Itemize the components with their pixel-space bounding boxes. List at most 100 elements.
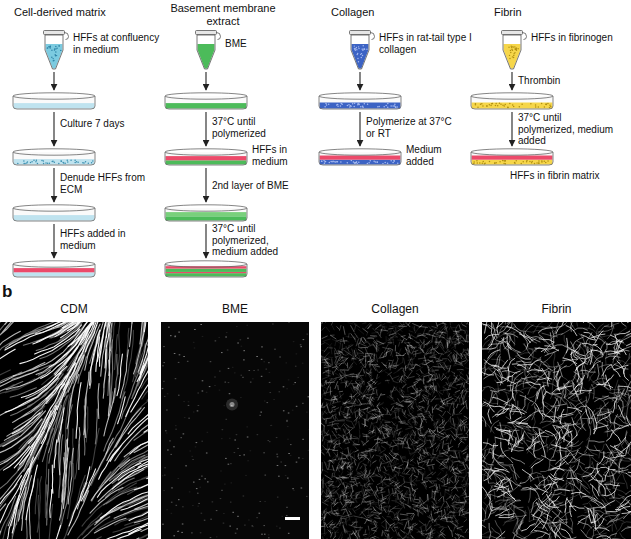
cell-dot — [56, 55, 57, 56]
cell-dot — [67, 161, 69, 163]
cell-dot — [52, 161, 54, 163]
cell-dot — [356, 49, 357, 50]
cell-dot — [45, 162, 47, 164]
cell-dot — [358, 46, 359, 47]
cell-dot — [495, 105, 497, 107]
cell-dot — [367, 163, 369, 165]
cell-dot — [481, 103, 483, 105]
step-text: HFFs in fibrinogen — [531, 32, 621, 44]
cell-dot — [367, 104, 369, 106]
cell-dot — [332, 161, 334, 163]
cell-dot — [545, 162, 547, 164]
cell-dot — [521, 163, 523, 165]
dish-layer — [166, 212, 247, 216]
cell-dot — [366, 48, 367, 49]
cell-dot — [373, 160, 375, 162]
cell-dot — [361, 53, 362, 54]
dish-layer — [166, 156, 247, 160]
step-text: Medium added — [406, 144, 466, 167]
shape-outline — [349, 30, 371, 70]
dish-rim — [13, 93, 95, 99]
cell-dot — [392, 162, 394, 164]
cell-dot — [513, 46, 514, 47]
process-arrow — [511, 112, 512, 146]
cell-dot — [513, 55, 514, 56]
cell-dot — [48, 46, 49, 47]
cell-dot — [510, 52, 511, 53]
tube-hinge — [217, 33, 221, 40]
micrograph-panel: Collagen — [321, 322, 469, 539]
dish-layer — [14, 103, 95, 108]
cell-dot — [91, 162, 93, 164]
cell-dot — [534, 163, 536, 165]
cell-dot — [499, 161, 501, 163]
cell-dot — [473, 161, 475, 163]
shape-outline — [0, 322, 148, 539]
arrow-label: 37°C until polymerized — [212, 116, 304, 139]
cell-dot — [504, 160, 506, 162]
cell-dot — [517, 48, 518, 49]
cell-dot — [390, 105, 392, 107]
cell-dot — [53, 60, 54, 61]
cell-dot — [356, 47, 357, 48]
cell-dot — [538, 162, 540, 164]
dish-rim — [13, 261, 95, 267]
cell-dot — [384, 162, 386, 164]
cell-dot — [475, 104, 477, 106]
cell-dot — [347, 162, 349, 164]
cell-dot — [484, 162, 486, 164]
cell-dot — [37, 163, 39, 165]
cell-dot — [509, 55, 510, 56]
tube-body-fill — [503, 35, 521, 69]
process-arrow — [53, 168, 54, 202]
fiber-texture — [321, 322, 469, 539]
tube-outline — [351, 35, 369, 69]
shape-outline — [12, 204, 96, 222]
cell-dot — [378, 106, 380, 108]
step-text: HFFs in rat-tail type I collagen — [379, 32, 479, 55]
cell-dot — [358, 48, 359, 49]
dish-rim — [13, 205, 95, 211]
cell-dot — [476, 160, 478, 162]
cell-dot — [369, 160, 371, 162]
cell-dot — [324, 161, 326, 163]
cell-dot — [77, 162, 79, 164]
cell-dot — [515, 48, 516, 49]
cell-dot — [480, 103, 482, 105]
cell-dot — [473, 163, 475, 165]
cell-dot — [76, 161, 78, 163]
cell-dot — [377, 106, 379, 108]
cell-dot — [507, 106, 509, 108]
cell-dot — [491, 103, 493, 105]
cell-dot — [495, 162, 497, 164]
cell-dot — [23, 160, 25, 162]
shape-outline — [164, 260, 248, 278]
cell-dot — [514, 162, 516, 164]
fiber-texture — [162, 337, 303, 538]
cell-dot — [383, 106, 385, 108]
dish-layer — [472, 156, 553, 160]
cell-dot — [377, 162, 379, 164]
step-text: BME — [225, 38, 285, 50]
step-text: HFFs in medium — [252, 144, 314, 167]
cell-dot — [362, 106, 364, 108]
cell-dot — [353, 161, 355, 163]
dish-layer — [320, 160, 401, 165]
cell-dot — [479, 162, 481, 164]
arrow-label: Thrombin — [518, 75, 608, 87]
cell-dot — [514, 48, 515, 49]
cell-dot — [499, 103, 501, 105]
cell-dot — [397, 163, 399, 165]
cell-dot — [535, 106, 537, 108]
cell-dot — [545, 104, 547, 106]
culture-dish — [164, 260, 248, 278]
cell-dot — [361, 57, 362, 58]
cell-dot — [357, 103, 359, 105]
column-title: Cell-derived matrix — [14, 6, 154, 19]
cell-dot — [53, 60, 54, 61]
dish-layer — [166, 103, 247, 108]
cell-dot — [35, 161, 37, 163]
cell-dot — [54, 48, 55, 49]
sample-tube: HFFs in fibrinogen — [501, 30, 523, 70]
